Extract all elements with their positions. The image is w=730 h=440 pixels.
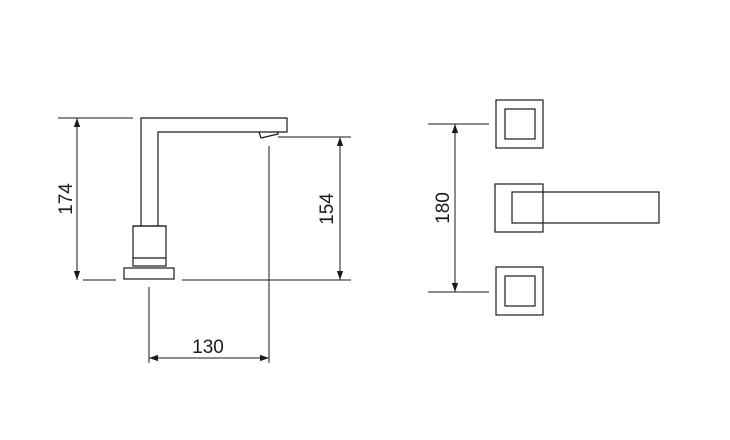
spout-plate [494, 183, 660, 233]
dimension-spacing: 180 [428, 123, 489, 293]
dim-label-180: 180 [433, 192, 454, 224]
front-view: 180 [428, 99, 660, 316]
dimension-spout-height: 154 [278, 136, 351, 280]
dimension-reach: 130 [148, 146, 270, 363]
top-knob [495, 99, 544, 149]
faucet-side-profile [123, 117, 288, 280]
dim-label-174: 174 [56, 183, 77, 215]
dimension-total-height: 174 [56, 117, 133, 280]
side-view: 174 154 130 [56, 117, 351, 363]
bottom-knob [495, 266, 544, 316]
dim-label-154: 154 [317, 193, 338, 225]
dim-label-130: 130 [192, 337, 224, 358]
